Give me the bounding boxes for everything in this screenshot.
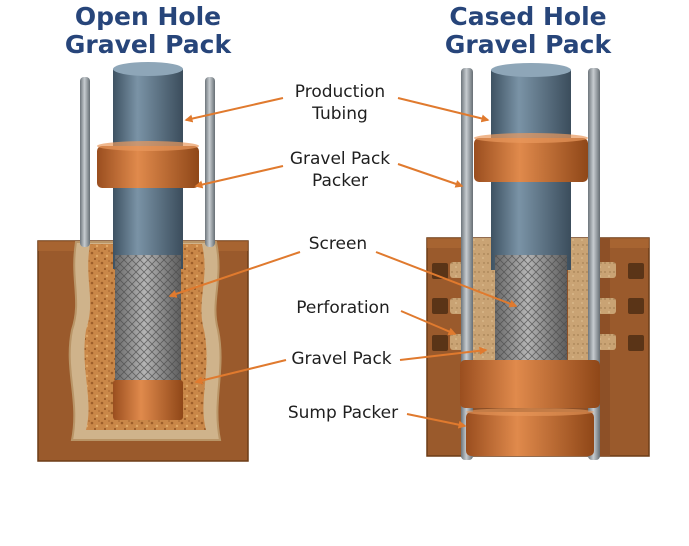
label-perforation: Perforation (296, 298, 390, 318)
arrow-perforation (400, 310, 457, 336)
arrow-production-tubing-left (184, 97, 284, 123)
label-production-tubing: Production Tubing (285, 81, 395, 125)
title-line: Cased Hole (449, 2, 607, 31)
title-line: Gravel Pack (444, 30, 612, 59)
arrow-screen-right (375, 251, 518, 308)
label-gravel-pack: Gravel Pack (291, 349, 392, 369)
label-sump-packer: Sump Packer (287, 403, 399, 423)
arrow-sump-packer (406, 413, 467, 429)
cased-hole-sump-packer (466, 412, 594, 456)
title-cased-hole-gravel-pack: Cased Hole Gravel Pack (428, 3, 628, 59)
leader-arrows (168, 97, 518, 429)
label-line: Production (294, 82, 386, 102)
open-hole-diagram (37, 62, 249, 462)
arrow-gravel-pack-left (194, 359, 287, 385)
open-hole-bottom-cap (113, 380, 183, 420)
arrow-gravel-pack-packer-left (194, 165, 284, 189)
arrow-gravel-pack-right (399, 346, 488, 361)
cased-hole-gravel-pack-packer (474, 138, 588, 182)
open-hole-gravel-pack-packer (97, 146, 199, 188)
cased-hole-sump-packer-upper (460, 360, 600, 408)
label-line: Tubing (312, 104, 368, 124)
arrow-production-tubing-right (397, 97, 490, 123)
label-line: Gravel Pack (289, 149, 391, 169)
arrow-screen-left (168, 251, 301, 298)
open-hole-left-rod (80, 77, 90, 247)
arrow-gravel-pack-packer-right (397, 163, 464, 188)
title-line: Open Hole (74, 2, 222, 31)
title-line: Gravel Pack (64, 30, 232, 59)
label-line: Packer (312, 171, 368, 191)
cased-hole-diagram (426, 63, 650, 460)
title-open-hole-gravel-pack: Open Hole Gravel Pack (48, 3, 248, 59)
open-hole-right-rod (205, 77, 215, 247)
label-screen: Screen (308, 234, 368, 254)
label-gravel-pack-packer: Gravel Pack Packer (282, 148, 398, 192)
